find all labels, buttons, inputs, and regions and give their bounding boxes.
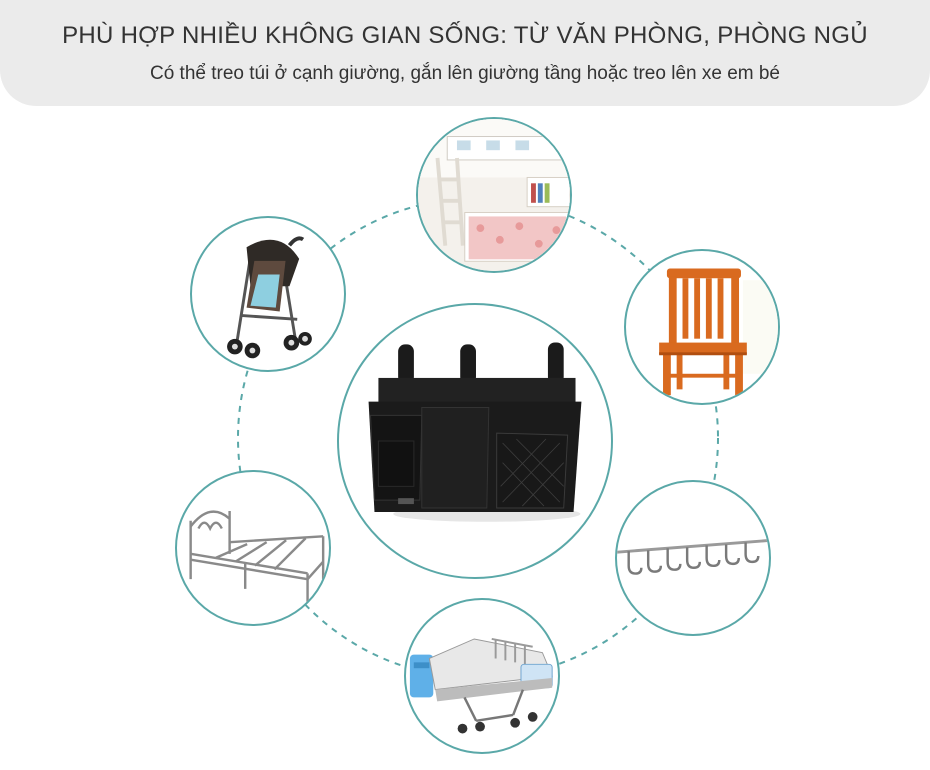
stroller-icon bbox=[227, 236, 312, 359]
bunk-bed-icon bbox=[418, 119, 570, 271]
page-title: PHÙ HỢP NHIỀU KHÔNG GIAN SỐNG: TỪ VĂN PH… bbox=[62, 22, 868, 49]
chair-icon bbox=[659, 268, 778, 396]
hospital-bed-circle bbox=[404, 598, 560, 754]
hook-rail-icon bbox=[617, 539, 769, 575]
hook-rail-circle bbox=[615, 480, 771, 636]
metal-bed-circle bbox=[175, 470, 331, 626]
metal-bed-icon bbox=[189, 510, 325, 605]
header-banner: PHÙ HỢP NHIỀU KHÔNG GIAN SỐNG: TỪ VĂN PH… bbox=[0, 0, 930, 106]
bag-icon bbox=[368, 342, 582, 522]
chair-circle bbox=[624, 249, 780, 405]
stroller-circle bbox=[190, 216, 346, 372]
bunk-bed-circle bbox=[416, 117, 572, 273]
page-subtitle: Có thể treo túi ở cạnh giường, gắn lên g… bbox=[149, 63, 781, 84]
center-bag-circle bbox=[337, 303, 613, 579]
hospital-bed-icon bbox=[409, 638, 553, 734]
